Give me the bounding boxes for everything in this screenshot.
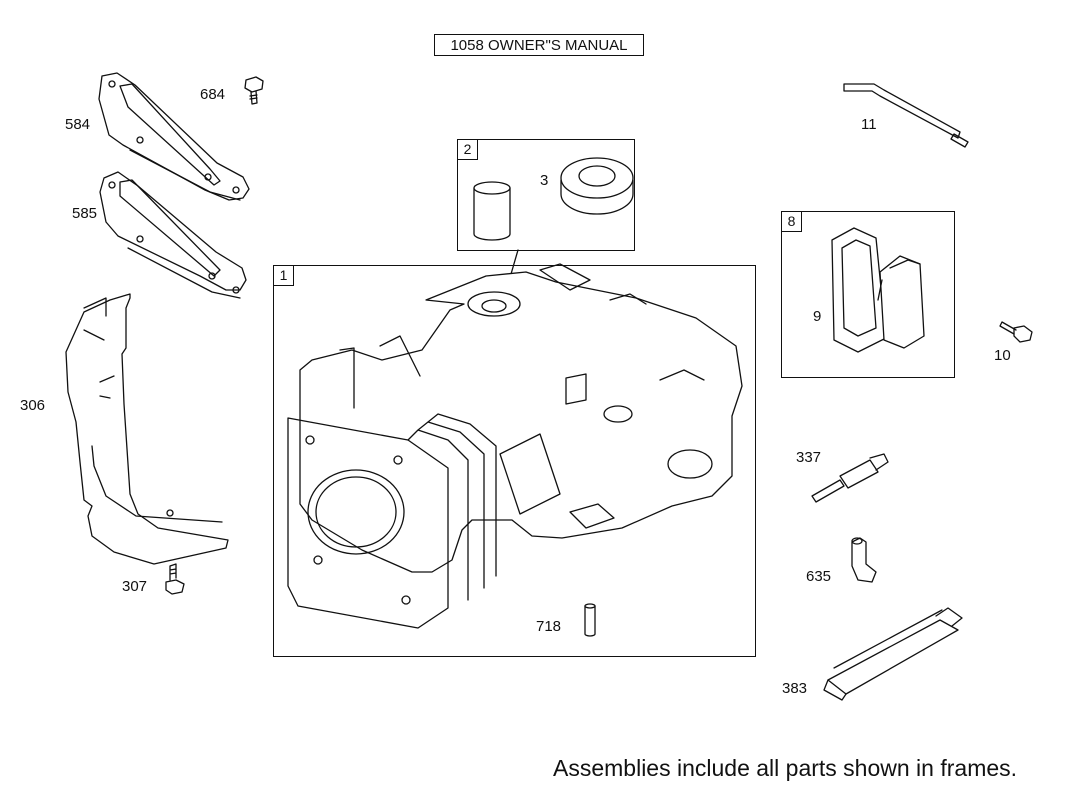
frame-tag-2: 2 [458,140,478,160]
gasket-584-icon [98,72,250,201]
screw-307-icon [165,563,185,595]
seal-3-icon [560,157,634,215]
dowel-pin-718-icon [584,603,596,637]
tool-383-icon [823,607,963,701]
part-label-584: 584 [65,116,91,133]
part-label-9: 9 [813,308,822,325]
screw-10-icon [999,321,1033,343]
assembly-frame-8: 8 [781,211,955,378]
part-label-635: 635 [806,568,832,585]
screw-684-icon [244,76,264,105]
bushing-2-icon [473,181,511,241]
assemblies-footnote: Assemblies include all parts shown in fr… [553,755,1018,781]
part-label-684: 684 [200,86,226,103]
assembly-frame-1: 1 [273,265,756,657]
part-label-10: 10 [994,347,1011,364]
part-label-306: 306 [20,397,46,414]
part-label-383: 383 [782,680,808,697]
part-label-337: 337 [796,449,822,466]
assembly-frame-2: 2 [457,139,635,251]
spark-plug-337-icon [811,453,889,503]
elbow-fitting-635-icon [851,537,877,583]
part-label-11: 11 [861,116,877,133]
cover-8-icon [877,255,925,349]
part-label-585: 585 [72,205,98,222]
part-label-307: 307 [122,578,148,595]
manual-reference-box: 1058 OWNER"S MANUAL [434,34,644,56]
gasket-585-icon [99,171,247,299]
frame-tag-1: 1 [274,266,294,286]
dipstick-tube-11-icon [843,83,969,148]
part-label-3: 3 [540,172,549,189]
part-label-718: 718 [536,618,562,635]
cylinder-block-1-icon [287,263,743,629]
frame-tag-8: 8 [782,212,802,232]
shroud-306-icon [65,293,229,565]
